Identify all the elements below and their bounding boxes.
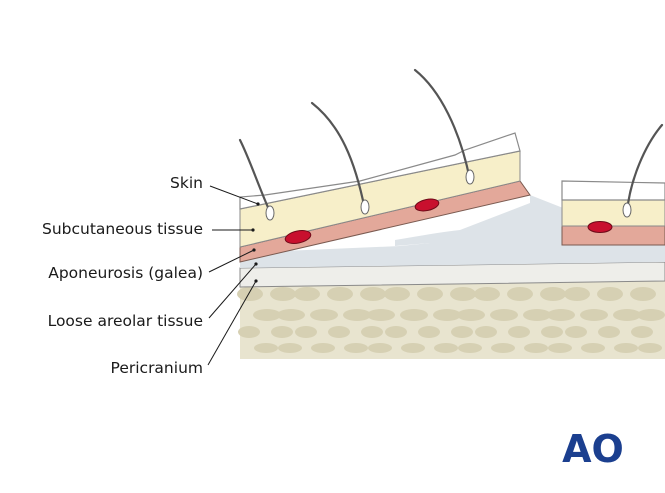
follicle-2 bbox=[360, 199, 370, 215]
skull-bone bbox=[237, 279, 665, 359]
hair-1 bbox=[238, 138, 272, 214]
leader-skin bbox=[209, 185, 259, 205]
bone-hole bbox=[491, 343, 515, 353]
bone-hole bbox=[597, 287, 623, 301]
bone-hole bbox=[237, 287, 263, 301]
bone-hole bbox=[457, 309, 485, 321]
bone-hole bbox=[367, 309, 395, 321]
bone-hole bbox=[523, 309, 551, 321]
bone-hole bbox=[328, 326, 350, 338]
leader-aponeurosis bbox=[208, 249, 255, 273]
bone-hole bbox=[327, 287, 353, 301]
leader-loose-areolar bbox=[208, 263, 257, 319]
bone-hole bbox=[238, 326, 260, 338]
bone-hole bbox=[310, 309, 338, 321]
bone-hole bbox=[385, 326, 407, 338]
leader-pericranium bbox=[207, 280, 257, 366]
bone-hole bbox=[311, 343, 335, 353]
follicle-3 bbox=[465, 169, 475, 185]
loose-areolar-tissue-right bbox=[562, 245, 665, 262]
bone-hole bbox=[507, 287, 533, 301]
follicle-4 bbox=[622, 202, 632, 218]
label-aponeurosis: Aponeurosis (galea) bbox=[48, 264, 203, 282]
bone-hole bbox=[253, 309, 281, 321]
hair-follicles bbox=[265, 169, 632, 221]
bone-hole bbox=[417, 287, 443, 301]
bone-hole bbox=[271, 326, 293, 338]
leader-dots bbox=[251, 202, 260, 283]
bone-hole bbox=[540, 287, 566, 301]
bone-hole bbox=[598, 326, 620, 338]
bone-hole bbox=[418, 326, 440, 338]
hairs bbox=[238, 68, 664, 214]
bone-hole bbox=[450, 287, 476, 301]
bone-hole bbox=[400, 309, 428, 321]
blood-vessels bbox=[284, 198, 613, 244]
bone-hole bbox=[451, 326, 473, 338]
vessel-right bbox=[587, 221, 613, 233]
bone-hole bbox=[581, 343, 605, 353]
vessel-middle bbox=[414, 198, 440, 212]
bone-hole bbox=[524, 343, 548, 353]
bone-hole bbox=[631, 326, 653, 338]
bone-hole bbox=[565, 326, 587, 338]
label-skin: Skin bbox=[170, 174, 203, 192]
hair-2 bbox=[310, 101, 367, 212]
subcutaneous-right bbox=[561, 199, 665, 227]
bone-hole bbox=[458, 343, 482, 353]
bone-hole bbox=[360, 287, 386, 301]
skin-right bbox=[561, 180, 665, 201]
bone-hole bbox=[580, 309, 608, 321]
bone-hole bbox=[294, 287, 320, 301]
bone-hole bbox=[630, 287, 656, 301]
bone-hole bbox=[541, 326, 563, 338]
hair-3 bbox=[413, 68, 472, 182]
bone-hole bbox=[295, 326, 317, 338]
bone-hole bbox=[254, 343, 278, 353]
bone-hole bbox=[278, 343, 302, 353]
vessel-left bbox=[284, 230, 312, 244]
bone-hole bbox=[564, 287, 590, 301]
bone-hole bbox=[614, 343, 638, 353]
bone-hole bbox=[637, 309, 665, 321]
bone-hole bbox=[613, 309, 641, 321]
label-leader-lines bbox=[207, 185, 259, 366]
aponeurosis-right bbox=[561, 224, 665, 246]
bone-hole bbox=[270, 287, 296, 301]
bone-hole bbox=[474, 287, 500, 301]
bone-hole bbox=[508, 326, 530, 338]
bone-hole bbox=[548, 343, 572, 353]
follicle-1 bbox=[265, 205, 275, 221]
loose-areolar-tissue-layer bbox=[240, 195, 665, 268]
bone-hole bbox=[277, 309, 305, 321]
bone-hole bbox=[490, 309, 518, 321]
ao-logo: AO bbox=[562, 427, 624, 471]
bone-hole bbox=[344, 343, 368, 353]
label-loose-areolar-tissue: Loose areolar tissue bbox=[48, 312, 203, 330]
bone-trabeculae bbox=[237, 287, 665, 353]
hair-4 bbox=[625, 123, 664, 214]
label-subcutaneous-tissue: Subcutaneous tissue bbox=[42, 220, 203, 238]
bone-hole bbox=[434, 343, 458, 353]
bone-hole bbox=[361, 326, 383, 338]
bone-hole bbox=[343, 309, 371, 321]
label-pericranium: Pericranium bbox=[111, 359, 203, 377]
bone-hole bbox=[368, 343, 392, 353]
bone-hole bbox=[547, 309, 575, 321]
bone-hole bbox=[638, 343, 662, 353]
bone-hole bbox=[433, 309, 461, 321]
bone-hole bbox=[384, 287, 410, 301]
skin-layer bbox=[239, 132, 521, 210]
bone-hole bbox=[475, 326, 497, 338]
bone-hole bbox=[401, 343, 425, 353]
